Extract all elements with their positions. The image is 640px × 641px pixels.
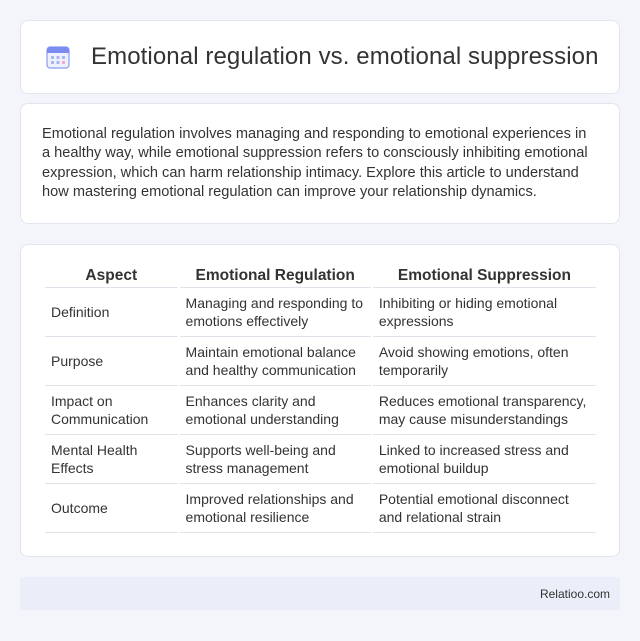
comparison-card: Aspect Emotional Regulation Emotional Su… bbox=[20, 244, 620, 557]
column-header-regulation: Emotional Regulation bbox=[179, 263, 371, 288]
regulation-cell: Improved relationships and emotional res… bbox=[179, 484, 371, 533]
footer: Relatioo.com bbox=[20, 577, 620, 610]
table-header-row: Aspect Emotional Regulation Emotional Su… bbox=[45, 263, 596, 288]
intro-paragraph: Emotional regulation involves managing a… bbox=[42, 126, 588, 201]
table-row: Definition Managing and responding to em… bbox=[45, 288, 596, 337]
page-title: Emotional regulation vs. emotional suppr… bbox=[91, 43, 599, 70]
row-aspect-cell: Definition bbox=[45, 288, 178, 337]
title-card: Emotional regulation vs. emotional suppr… bbox=[20, 20, 620, 94]
row-aspect-cell: Outcome bbox=[45, 484, 178, 533]
column-header-aspect: Aspect bbox=[45, 263, 178, 288]
table-row: Outcome Improved relationships and emoti… bbox=[45, 484, 596, 533]
column-header-suppression: Emotional Suppression bbox=[372, 263, 596, 288]
suppression-cell: Reduces emotional transparency, may caus… bbox=[372, 386, 596, 435]
comparison-table: Aspect Emotional Regulation Emotional Su… bbox=[43, 263, 598, 533]
suppression-cell: Potential emotional disconnect and relat… bbox=[372, 484, 596, 533]
regulation-cell: Maintain emotional balance and healthy c… bbox=[179, 337, 371, 386]
table-row: Purpose Maintain emotional balance and h… bbox=[45, 337, 596, 386]
regulation-cell: Enhances clarity and emotional understan… bbox=[179, 386, 371, 435]
intro-card: Emotional regulation involves managing a… bbox=[20, 103, 620, 224]
row-aspect-cell: Mental Health Effects bbox=[45, 435, 178, 484]
suppression-cell: Linked to increased stress and emotional… bbox=[372, 435, 596, 484]
table-row: Mental Health Effects Supports well-bein… bbox=[45, 435, 596, 484]
calendar-icon bbox=[46, 46, 70, 69]
suppression-cell: Avoid showing emotions, often temporaril… bbox=[372, 337, 596, 386]
suppression-cell: Inhibiting or hiding emotional expressio… bbox=[372, 288, 596, 337]
regulation-cell: Supports well-being and stress managemen… bbox=[179, 435, 371, 484]
row-aspect-cell: Impact on Communication bbox=[45, 386, 178, 435]
row-aspect-cell: Purpose bbox=[45, 337, 178, 386]
footer-brand-link[interactable]: Relatioo.com bbox=[539, 586, 610, 601]
regulation-cell: Managing and responding to emotions effe… bbox=[179, 288, 371, 337]
table-row: Impact on Communication Enhances clarity… bbox=[45, 386, 596, 435]
